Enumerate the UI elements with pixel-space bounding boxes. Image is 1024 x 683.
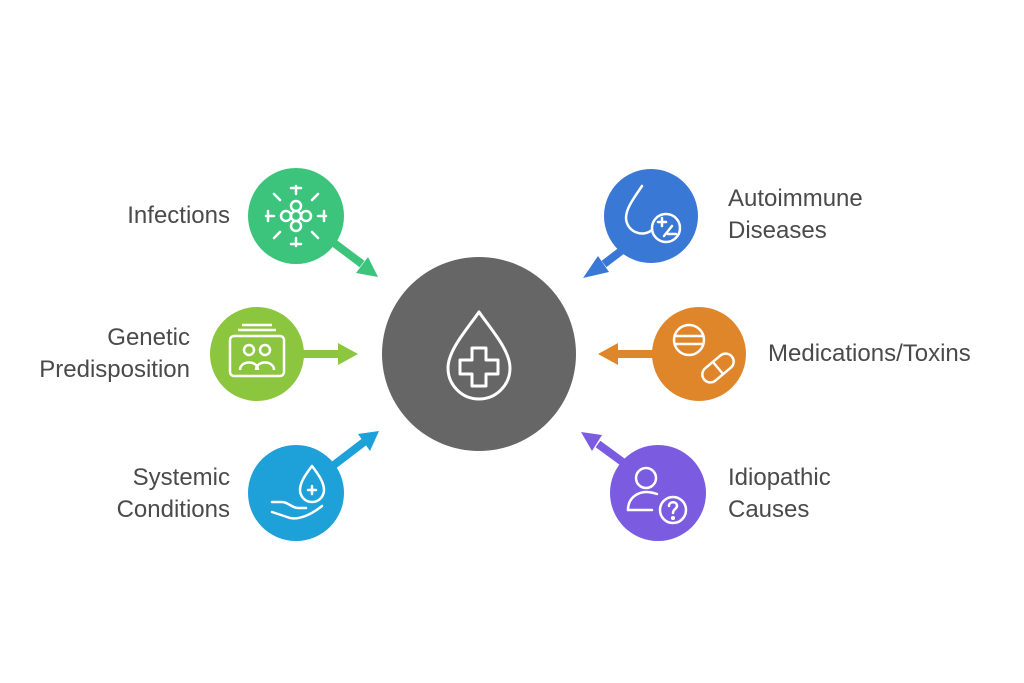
label-genetic-line-1: Genetic <box>107 324 190 351</box>
drop-medical-cross-icon <box>446 310 512 401</box>
label-idiopathic-line-2: Causes <box>728 496 810 523</box>
family-portrait-icon <box>228 323 286 378</box>
label-idiopathic-line-1: Idiopathic <box>728 464 831 491</box>
person-question-icon <box>626 466 688 525</box>
label-infections: Infections <box>127 200 230 232</box>
label-systemic: Systemic Conditions <box>117 462 230 526</box>
arrow-genetic <box>300 343 358 365</box>
node-genetic <box>210 307 304 401</box>
virus-icon <box>264 184 328 248</box>
node-systemic <box>248 445 344 541</box>
node-autoimmune <box>604 169 698 263</box>
label-medications: Medications/Toxins <box>768 338 971 370</box>
arrow-idiopathic <box>581 432 631 470</box>
label-systemic-line-1: Systemic <box>132 464 230 491</box>
node-medications <box>652 307 746 401</box>
label-autoimmune-line-2: Diseases <box>728 217 827 244</box>
node-idiopathic <box>610 445 706 541</box>
hand-drop-icon <box>270 464 326 520</box>
arrow-medications <box>598 343 660 365</box>
label-infections-line-1: Infections <box>127 202 230 229</box>
label-genetic-line-2: Predisposition <box>39 356 190 383</box>
node-infections <box>248 168 344 264</box>
label-autoimmune-line-1: Autoimmune <box>728 185 863 212</box>
label-medications-line-1: Medications/Toxins <box>768 340 971 367</box>
center-circle <box>382 257 576 451</box>
label-idiopathic: Idiopathic Causes <box>728 462 831 526</box>
arrow-systemic <box>327 431 379 472</box>
arrow-infections <box>327 236 378 277</box>
label-autoimmune: Autoimmune Diseases <box>728 183 863 247</box>
pills-icon <box>672 323 735 384</box>
drop-plus-minus-icon <box>624 184 682 244</box>
label-genetic: Genetic Predisposition <box>39 322 190 386</box>
label-systemic-line-2: Conditions <box>116 496 230 523</box>
